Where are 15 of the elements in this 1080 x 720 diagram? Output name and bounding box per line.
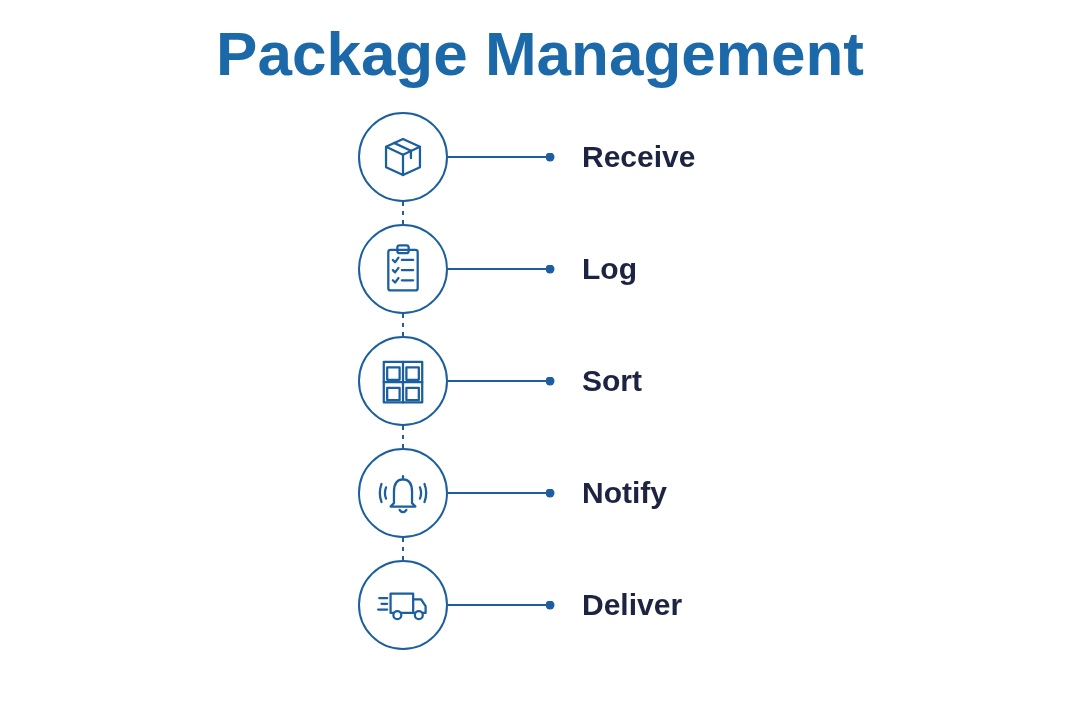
connector-line: [447, 264, 555, 274]
step-label: Sort: [582, 363, 642, 399]
connector-line: [447, 152, 555, 162]
step-label: Log: [582, 251, 637, 287]
dashed-connector: [402, 201, 404, 225]
step-label: Notify: [582, 475, 667, 511]
connector-line: [447, 376, 555, 386]
connector-line: [447, 600, 555, 610]
step-label: Deliver: [582, 587, 683, 623]
step-label: Receive: [582, 139, 696, 175]
dashed-connector: [402, 537, 404, 561]
dashed-connector: [402, 425, 404, 449]
dashed-connector: [402, 313, 404, 337]
title: Package Management: [216, 19, 864, 88]
connector-line: [447, 488, 555, 498]
